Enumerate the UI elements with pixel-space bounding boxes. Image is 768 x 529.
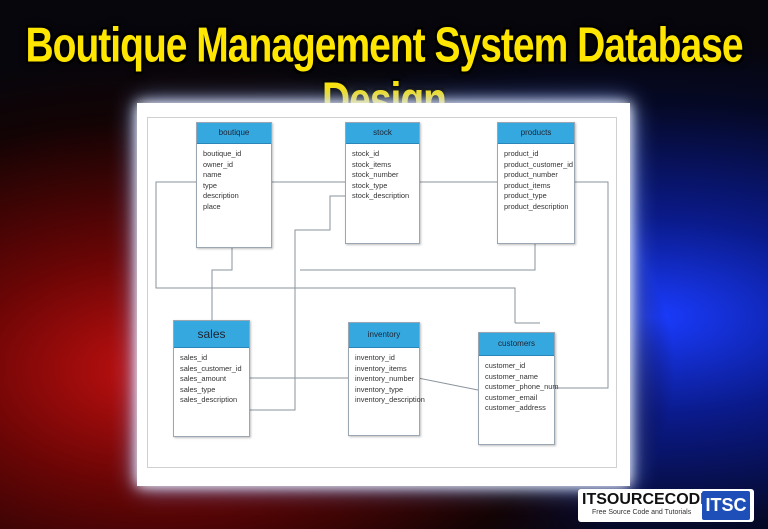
field: place [203, 201, 221, 211]
entity-header-boutique: boutique [197, 123, 271, 144]
field: inventory_type [355, 384, 404, 394]
field: stock_id [352, 149, 380, 158]
field: customer_name [485, 371, 538, 381]
field: inventory_number [355, 374, 415, 384]
entity-customers[interactable]: customers customer_id customer_name cust… [478, 332, 559, 445]
entity-products[interactable]: products product_id product_customer_id … [497, 122, 575, 244]
field: product_number [504, 170, 558, 180]
field: inventory_id [355, 353, 395, 362]
field: stock_type [352, 180, 388, 190]
field: sales_description [180, 395, 238, 405]
field: stock_number [352, 170, 399, 180]
itsourcecode-logo: ITSOURCECODE Free Source Code and Tutori… [578, 489, 754, 522]
field: sales_amount [180, 374, 227, 384]
logo-tagline: Free Source Code and Tutorials [592, 509, 692, 516]
field: sales_id [180, 353, 208, 362]
field: name [203, 170, 222, 180]
field: customer_email [485, 392, 538, 402]
entity-header-sales: sales [174, 321, 249, 348]
page-title: Boutique Management System Database Desi… [25, 19, 743, 128]
entity-stock[interactable]: stock stock_id stock_items stock_number … [345, 122, 420, 244]
field: customer_id [485, 361, 526, 370]
field: inventory_items [355, 363, 407, 373]
field: customer_address [485, 403, 546, 413]
field: product_type [504, 191, 547, 201]
field: product_id [504, 149, 539, 158]
field: customer_phone_num [485, 382, 559, 392]
field: boutique_id [203, 149, 242, 158]
logo-badge: ITSC [702, 491, 750, 520]
entity-boutique[interactable]: boutique boutique_id owner_id name type … [196, 122, 272, 248]
field: product_description [504, 201, 569, 211]
field: product_customer_id [504, 159, 574, 169]
field: sales_customer_id [180, 363, 242, 373]
field: sales_type [180, 384, 216, 394]
entity-header-customers: customers [479, 333, 554, 356]
entity-header-products: products [498, 123, 574, 144]
field: description [203, 191, 239, 201]
entity-header-inventory: inventory [349, 323, 419, 348]
field: type [203, 180, 217, 190]
field: stock_description [352, 191, 410, 201]
field: stock_items [352, 159, 392, 169]
field: product_items [504, 180, 551, 190]
entity-inventory[interactable]: inventory inventory_id inventory_items i… [348, 322, 425, 436]
entity-sales[interactable]: sales sales_id sales_customer_id sales_a… [173, 320, 250, 437]
entity-header-stock: stock [346, 123, 419, 144]
field: inventory_description [355, 395, 425, 405]
logo-main-text: ITSOURCECODE [582, 491, 711, 508]
field: owner_id [203, 159, 233, 169]
